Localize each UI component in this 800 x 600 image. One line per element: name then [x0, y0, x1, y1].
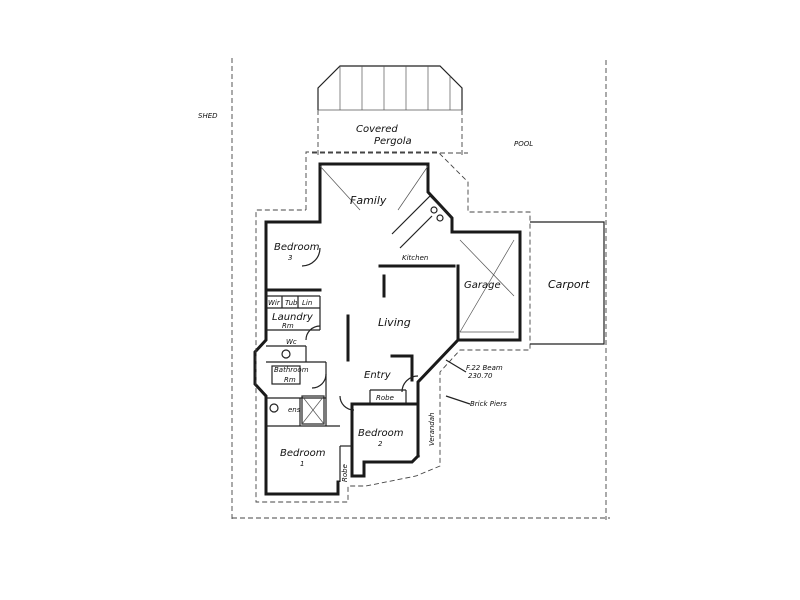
carport-structure — [530, 221, 605, 345]
garage-roof — [319, 165, 515, 333]
label-bedroom-1-num: 1 — [300, 460, 304, 468]
label-bedroom-2: Bedroom — [358, 428, 404, 439]
pergola-structure — [312, 65, 468, 155]
label-lin: Lin — [302, 299, 312, 307]
label-garage: Garage — [464, 280, 501, 291]
label-tub: Tub — [285, 299, 298, 307]
internal-walls — [266, 206, 460, 482]
outer-walls — [253, 162, 522, 496]
label-pool: POOL — [514, 140, 533, 148]
label-wc: Wc — [286, 338, 297, 346]
label-entry: Entry — [364, 370, 392, 381]
label-robe: Robe — [376, 394, 394, 402]
label-bedroom-1: Bedroom — [280, 448, 326, 459]
label-beam-size: 230.70 — [468, 372, 493, 380]
label-bathroom: Bathroom — [274, 366, 309, 374]
label-bedroom-3-num: 3 — [288, 254, 292, 262]
label-brick-piers: Brick Piers — [470, 400, 507, 408]
label-bedroom-2-num: 2 — [378, 440, 383, 448]
label-ensuite: ens — [288, 406, 301, 414]
label-verandah: Verandah — [428, 413, 436, 446]
label-shed: SHED — [198, 112, 218, 120]
label-carport: Carport — [548, 278, 590, 291]
label-pergola: Pergola — [374, 136, 412, 147]
label-covered: Covered — [356, 124, 398, 135]
room-labels: SHED POOL Covered Pergola Family Bedroom… — [198, 112, 590, 482]
label-family: Family — [350, 194, 387, 207]
label-living: Living — [378, 316, 411, 329]
label-wir: Wir — [268, 299, 281, 307]
label-laundry: Laundry — [272, 312, 314, 323]
label-beam: F.22 Beam — [466, 364, 503, 372]
page-frame — [231, 58, 610, 520]
eave-outline — [255, 151, 531, 503]
label-bedroom-3: Bedroom — [274, 242, 320, 253]
label-laundry-sub: Rm — [282, 322, 294, 330]
label-robe-2: Robe — [341, 464, 349, 482]
label-bathroom-sub: Rm — [284, 376, 296, 384]
annotation-leaders — [445, 359, 471, 405]
label-kitchen: Kitchen — [402, 254, 428, 262]
